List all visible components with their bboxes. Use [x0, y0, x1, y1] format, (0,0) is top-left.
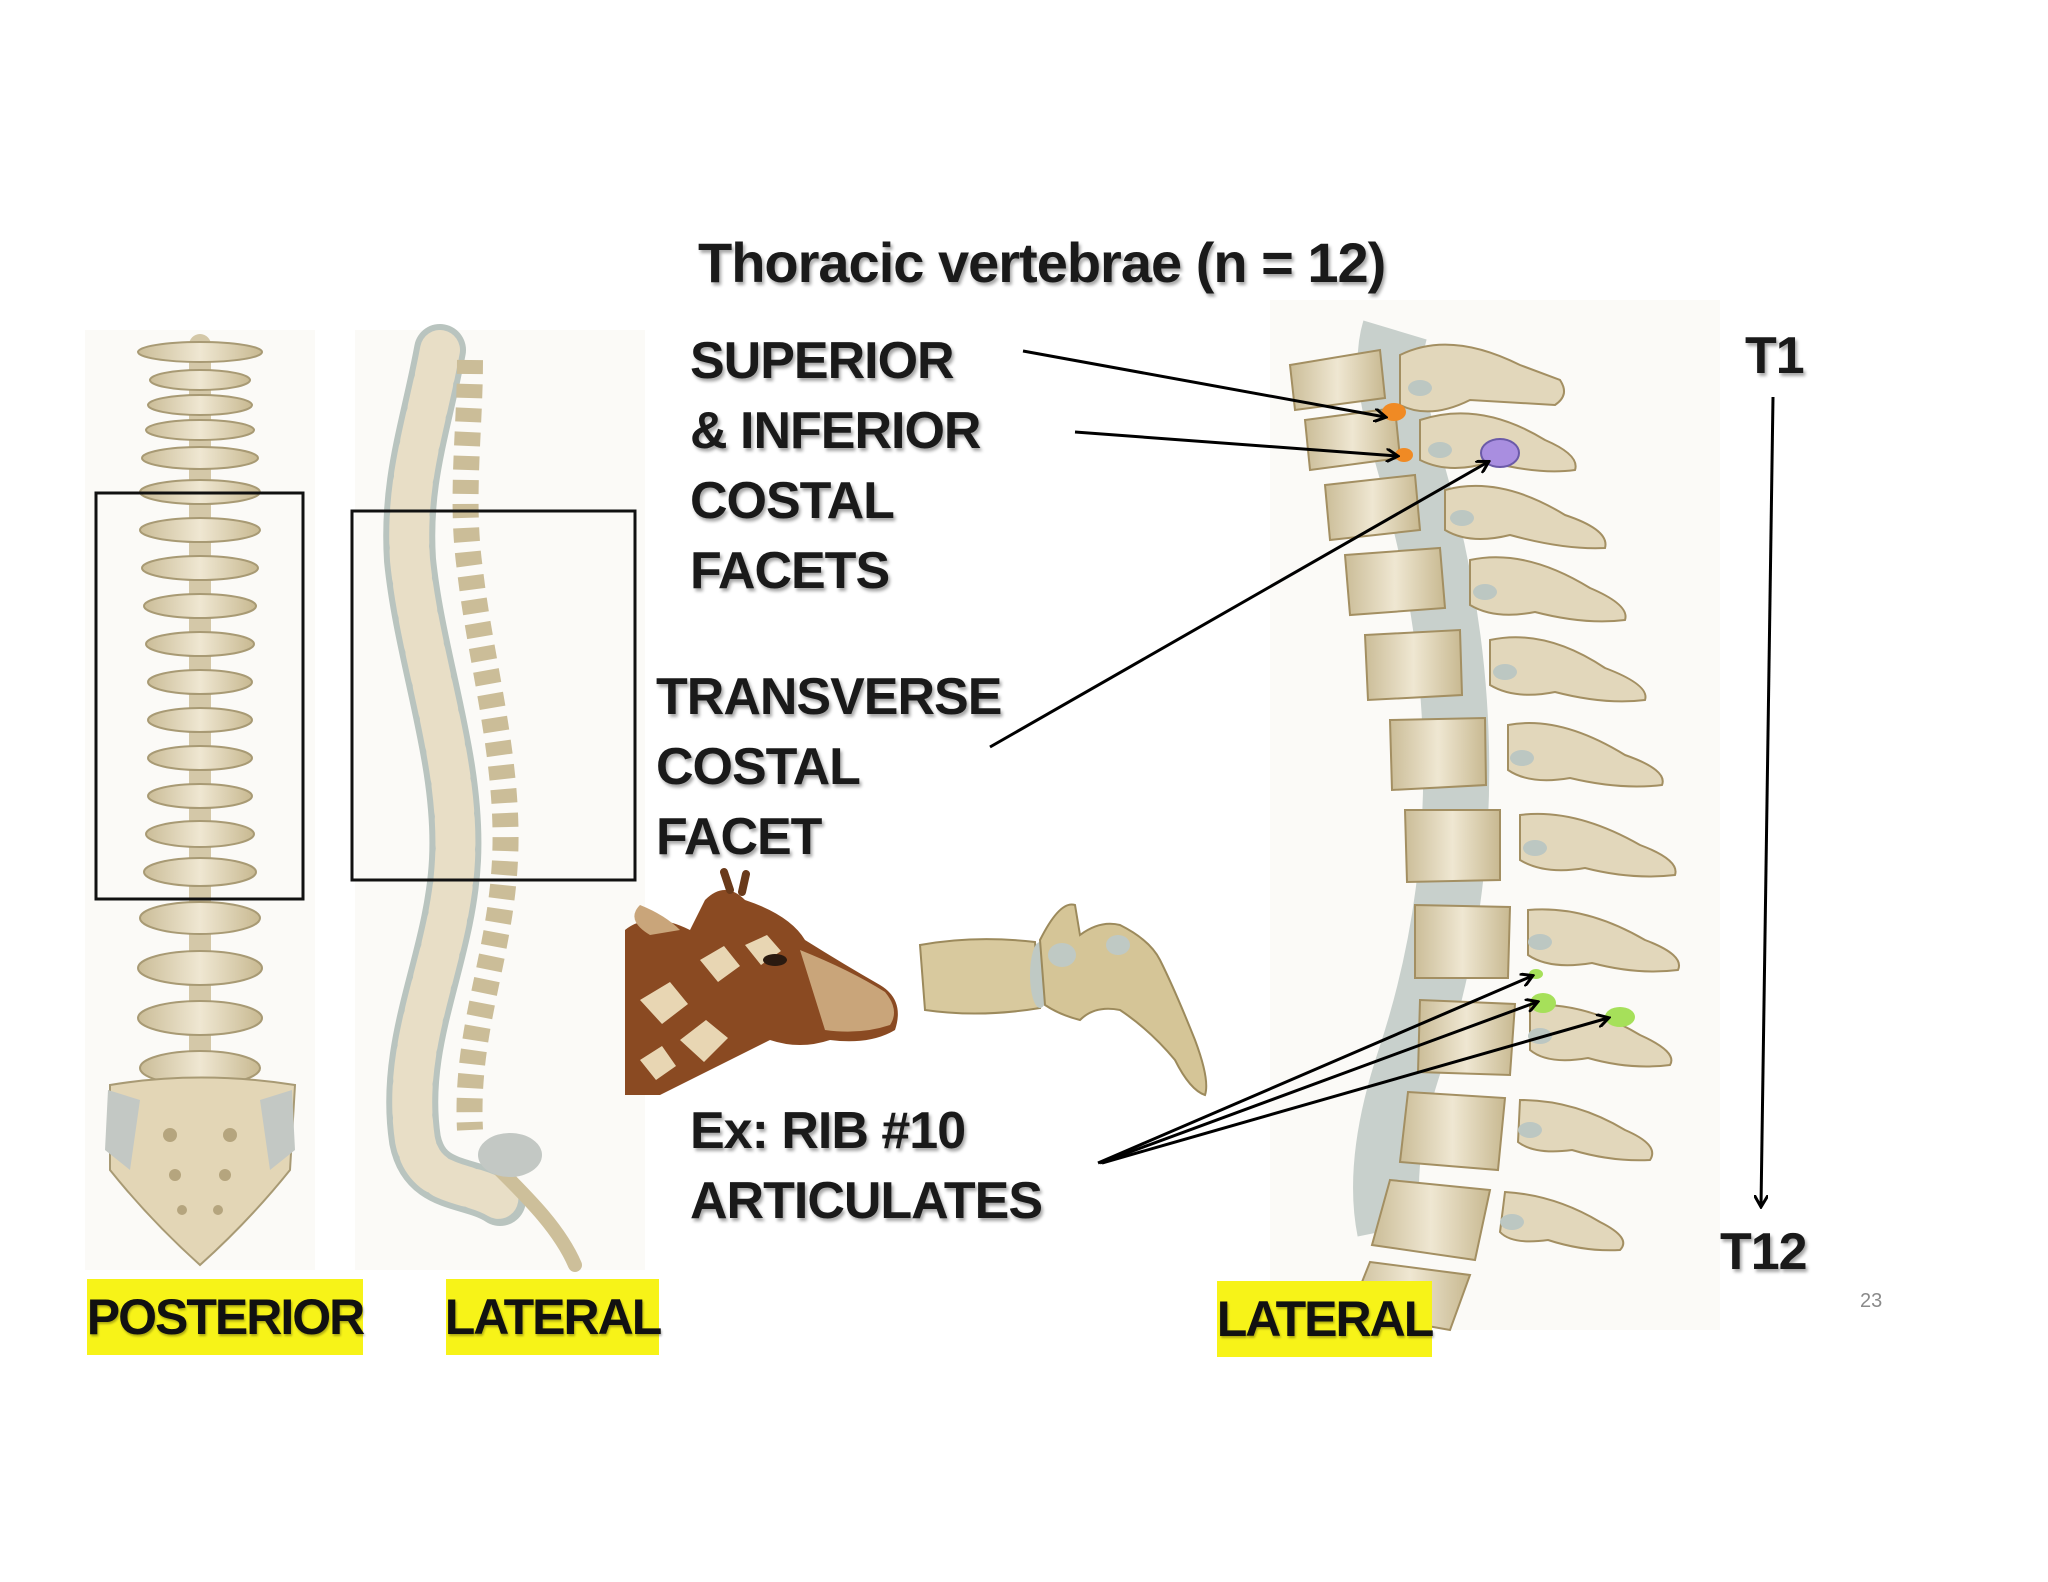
t1-label: T1: [1745, 327, 1805, 385]
slide-number: 23: [1860, 1290, 1883, 1312]
arrow-inferior-facet: [1074, 430, 1397, 456]
rib10-transverse-facet-marker: [1605, 1007, 1635, 1027]
lateral-spine-image: [355, 324, 645, 1272]
rib10-example-label: Ex: RIB #10 ARTICULATES: [690, 1096, 1043, 1236]
transverse-facet-line: TRANSVERSE: [656, 668, 1002, 726]
superior-costal-facet-marker: [1382, 403, 1406, 421]
arrow-t1-to-t12: [1761, 396, 1775, 1206]
t12-label: T12: [1720, 1223, 1808, 1281]
inferior-costal-facet-marker: [1395, 448, 1413, 462]
costal-facets-line: COSTAL: [690, 472, 895, 530]
transverse-facet-line: FACET: [656, 808, 822, 866]
single-vertebra-image: [918, 903, 1208, 1097]
costal-facets-label: SUPERIOR & INFERIOR COSTAL FACETS: [690, 326, 981, 606]
arrow-rib10-a: [1097, 976, 1532, 1165]
lateral-view-tag: LATERAL: [445, 1279, 662, 1355]
costal-facets-line: FACETS: [690, 542, 890, 600]
transverse-facet-label: TRANSVERSE COSTAL FACET: [656, 662, 1002, 872]
arrow-rib10-c: [1101, 1018, 1608, 1165]
arrow-rib10-b: [1099, 1002, 1537, 1165]
giraffe-image: [625, 868, 898, 1095]
posterior-thoracic-region-box: [94, 491, 305, 901]
arrow-superior-facet: [1022, 349, 1385, 417]
arrow-transverse-facet: [989, 462, 1488, 749]
transverse-facet-line: COSTAL: [656, 738, 861, 796]
rib10-example-line: ARTICULATES: [690, 1172, 1043, 1230]
posterior-spine-image: [85, 330, 315, 1270]
posterior-view-tag: POSTERIOR: [87, 1279, 365, 1355]
rib10-example-line: Ex: RIB #10: [690, 1102, 966, 1160]
costal-facets-line: & INFERIOR: [690, 402, 981, 460]
lateral-thoracic-region-box: [350, 509, 637, 882]
lateral-thoracic-view-tag: LATERAL: [1217, 1281, 1434, 1357]
thoracic-column-lateral-image: [1270, 300, 1720, 1332]
diagram-title: Thoracic vertebrae (n = 12): [698, 231, 1386, 294]
costal-facets-line: SUPERIOR: [690, 332, 955, 390]
